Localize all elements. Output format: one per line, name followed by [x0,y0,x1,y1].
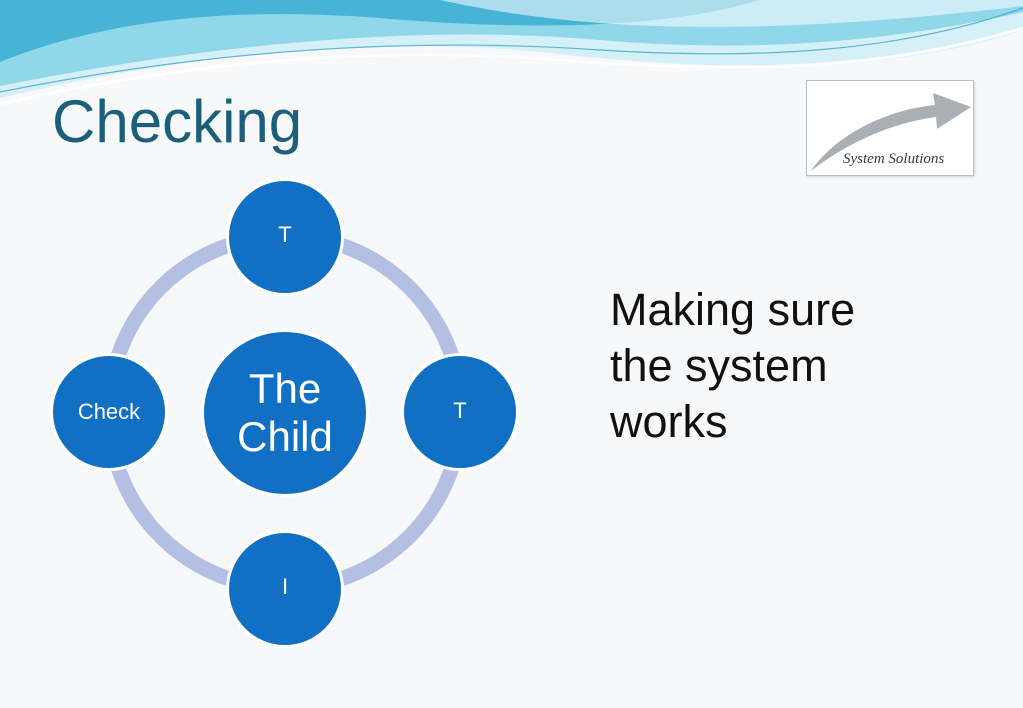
slide-title: Checking [52,88,303,155]
cycle-node-top: T [226,178,344,296]
wave-thin-line [0,7,1023,93]
cycle-node-right: T [401,353,519,471]
system-solutions-logo: System Solutions [806,80,974,176]
header-wave-decoration [0,0,1023,106]
cycle-node-bottom-label: I [281,574,289,599]
cycle-node-top-label: T [278,222,292,247]
cycle-center-label: The Child [237,365,333,460]
wave-highlight [0,26,1023,106]
curved-arrow-icon [811,93,971,171]
cycle-node-bottom: I [226,530,344,648]
cycle-node-left-label: Check [77,399,141,424]
logo-text: System Solutions [843,151,945,167]
wave-white-band [440,0,1023,27]
cycle-node-left: Check [50,353,168,471]
side-description: Making sure the system works [610,284,856,447]
cycle-node-right-label: T [453,398,467,423]
cycle-center-node: The Child [201,329,369,497]
